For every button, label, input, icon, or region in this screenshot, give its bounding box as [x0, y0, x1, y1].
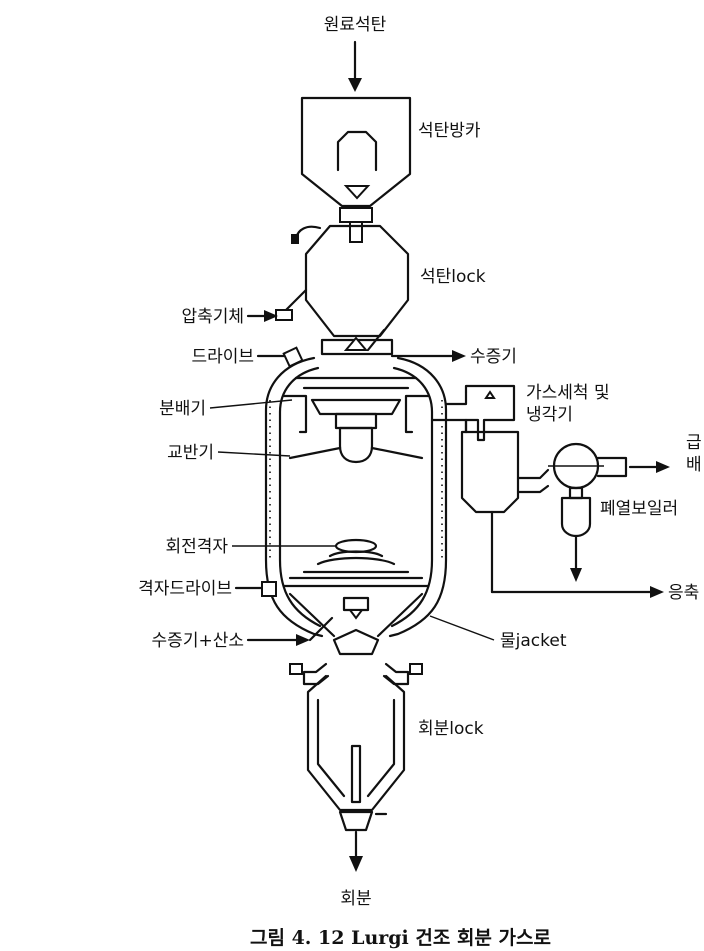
label-steam-out: 수증기 [470, 347, 517, 367]
coal-lock-vessel [246, 224, 410, 338]
label-gas-washer-line1: 가스세척 및 [526, 383, 610, 403]
label-agitator: 교반기 [167, 443, 214, 463]
label-gas-out-cut1: 급 [686, 433, 702, 453]
ash-out-arrow [349, 830, 363, 872]
rotating-grate [282, 538, 430, 588]
label-rotating-grate: 회전격자 [165, 537, 228, 557]
label-drive: 드라이브 [191, 347, 254, 367]
grate-drive [234, 581, 277, 597]
ash-lock-vessel [289, 662, 423, 832]
coal-feed-arrow [348, 40, 362, 92]
distributor [282, 376, 430, 434]
label-compressed-gas: 압축기체 [181, 307, 244, 327]
label-steam-oxygen: 수증기+산소 [152, 631, 244, 651]
label-ash-lock: 회분lock [418, 719, 484, 739]
label-grate-drive: 격자드라이브 [138, 579, 232, 599]
label-gas-out-cut2: 배 [686, 455, 702, 475]
gas-washer-cooler [460, 384, 550, 594]
label-condensate-cut: 응축 [668, 583, 699, 603]
label-ash-out: 회분 [340, 889, 371, 909]
label-gas-washer-line2: 냉각기 [526, 405, 573, 425]
condensate-line [490, 586, 664, 598]
agitator [288, 426, 424, 464]
leader-lines [209, 399, 495, 641]
waste-heat-boiler [548, 442, 670, 582]
label-coal-lock: 석탄lock [420, 267, 486, 287]
label-coal-feed: 원료석탄 [324, 15, 387, 35]
figure-caption: 그림 4. 12 Lurgi 건조 회분 가스로 [250, 927, 551, 949]
top-drive [256, 328, 466, 368]
label-coal-bunker: 석탄방카 [418, 121, 481, 141]
ash-cone [246, 592, 424, 656]
label-water-jacket: 물jacket [500, 631, 567, 651]
gas-outlet-pipe [430, 390, 468, 434]
label-waste-heat-boiler: 폐열보일러 [600, 499, 678, 519]
coal-bunker [300, 96, 412, 208]
label-distributor: 분배기 [159, 399, 206, 419]
